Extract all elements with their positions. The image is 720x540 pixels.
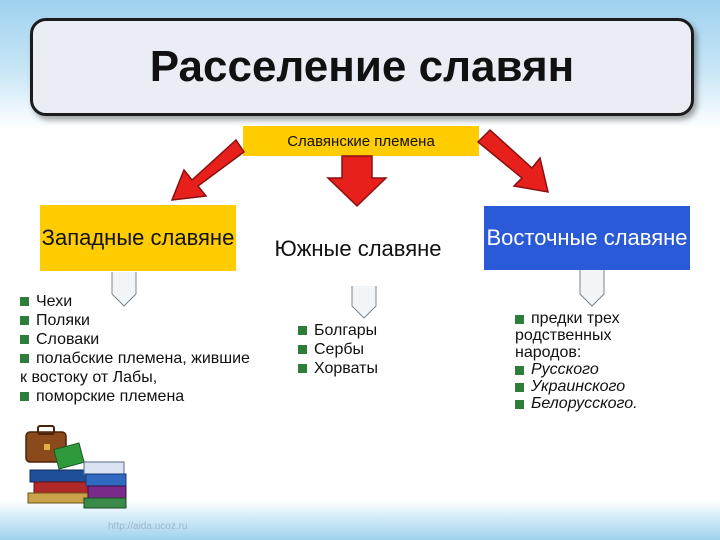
east-slavs-list: предки трех родственных народов: Русског… bbox=[515, 310, 705, 412]
bullet-icon bbox=[298, 345, 307, 354]
west-slavs-box: Западные славяне bbox=[40, 205, 236, 271]
east-slavs-label: Восточные славяне bbox=[486, 225, 688, 250]
bullet-icon bbox=[515, 315, 524, 324]
bullet-icon bbox=[515, 383, 524, 392]
list-item-continuation: родственных bbox=[515, 327, 612, 344]
arrow-down-right-icon bbox=[476, 128, 549, 193]
footer-url: http://aida.ucoz.ru bbox=[108, 521, 188, 532]
bullet-icon bbox=[20, 316, 29, 325]
bullet-icon bbox=[20, 392, 29, 401]
list-item: Болгары bbox=[298, 321, 418, 340]
bullet-icon bbox=[20, 354, 29, 363]
list-item-continuation: к востоку от Лабы, bbox=[20, 369, 158, 386]
east-slavs-box: Восточные славяне bbox=[484, 206, 690, 270]
list-item: Русского bbox=[515, 361, 705, 378]
list-item: Поляки bbox=[20, 311, 310, 330]
list-item: Белорусского. bbox=[515, 395, 705, 412]
list-item: Сербы bbox=[298, 340, 418, 359]
list-item: Украинского bbox=[515, 378, 705, 395]
list-item-continuation: народов: bbox=[515, 344, 582, 361]
title-box: Расселение славян bbox=[30, 18, 694, 116]
south-slavs-list: Болгары Сербы Хорваты bbox=[298, 321, 418, 378]
page-title: Расселение славян bbox=[149, 42, 575, 91]
list-item: полабские племена, жившие bbox=[20, 349, 310, 368]
hub-label: Славянские племена bbox=[287, 132, 435, 150]
list-item: Чехи bbox=[20, 292, 310, 311]
west-callout-chevron-icon bbox=[111, 272, 137, 307]
south-slavs-label: Южные славяне bbox=[274, 236, 442, 261]
list-item: Словаки bbox=[20, 330, 310, 349]
list-item: Хорваты bbox=[298, 359, 418, 378]
list-item: предки трех bbox=[515, 310, 705, 327]
books-briefcase-icon bbox=[25, 425, 127, 509]
arrow-down-icon bbox=[326, 155, 388, 208]
bullet-icon bbox=[515, 366, 524, 375]
bullet-icon bbox=[20, 297, 29, 306]
bullet-icon bbox=[20, 335, 29, 344]
hub-box: Славянские племена bbox=[243, 126, 479, 156]
west-slavs-label: Западные славяне bbox=[41, 225, 235, 250]
east-callout-chevron-icon bbox=[579, 270, 605, 307]
bullet-icon bbox=[298, 364, 307, 373]
list-item: поморские племена bbox=[20, 387, 310, 406]
west-slavs-list: Чехи Поляки Словаки полабские племена, ж… bbox=[20, 292, 310, 406]
south-callout-chevron-icon bbox=[351, 286, 377, 319]
arrow-down-left-icon bbox=[170, 138, 246, 201]
bullet-icon bbox=[298, 326, 307, 335]
bullet-icon bbox=[515, 400, 524, 409]
south-slavs-box: Южные славяне bbox=[268, 213, 448, 285]
